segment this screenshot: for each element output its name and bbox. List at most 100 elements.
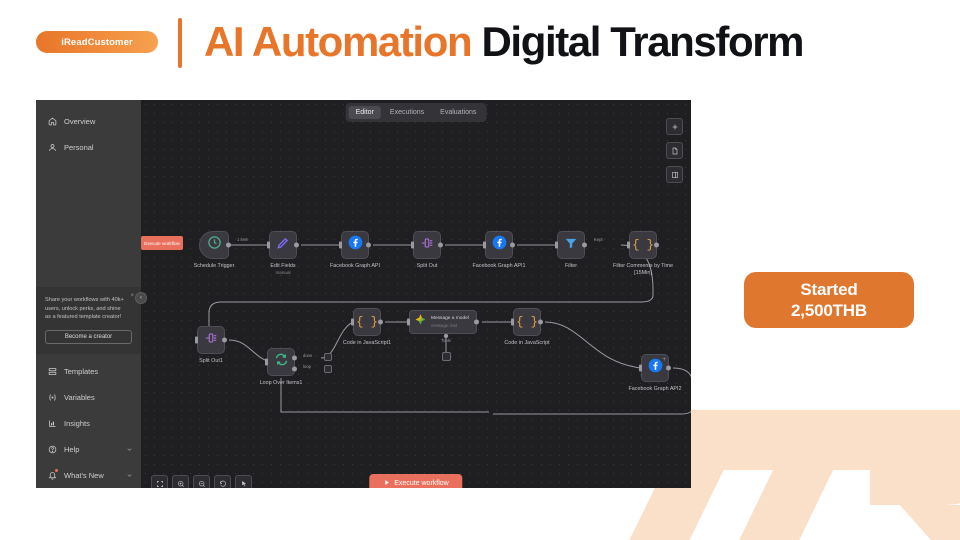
edge-label-kept: Kept bbox=[594, 237, 603, 242]
node-input-port[interactable] bbox=[195, 336, 198, 344]
tab-evaluations[interactable]: Evaluations bbox=[440, 109, 477, 116]
reset-zoom-icon[interactable] bbox=[214, 475, 231, 488]
sidebar-collapse-handle[interactable]: ‹ bbox=[135, 292, 147, 304]
sidebar-item-overview[interactable]: Overview bbox=[36, 108, 141, 134]
workflow-edges bbox=[208, 244, 691, 415]
node-input-port[interactable] bbox=[555, 241, 558, 249]
play-icon bbox=[383, 479, 390, 488]
sidebar-item-insights[interactable]: Insights bbox=[36, 410, 141, 436]
node-output-port[interactable] bbox=[378, 319, 383, 325]
canvas-bottom-bar: Execute workflow bbox=[141, 470, 691, 488]
header-divider bbox=[178, 18, 182, 68]
become-a-creator-button[interactable]: Become a creator bbox=[45, 330, 132, 344]
node-output-port[interactable] bbox=[294, 242, 299, 248]
filter-icon bbox=[564, 236, 578, 255]
node-output-port[interactable] bbox=[222, 337, 227, 343]
node-output-port[interactable] bbox=[666, 365, 671, 371]
node-sublabel: message: text bbox=[431, 322, 458, 328]
chevron-down-icon bbox=[126, 472, 133, 479]
node-code-in-javascript[interactable]: { } Code in JavaScript bbox=[504, 308, 550, 346]
node-output-port[interactable] bbox=[438, 242, 443, 248]
execute-workflow-ribbon[interactable]: Execute workflow bbox=[141, 236, 183, 250]
sidebar-item-help[interactable]: Help bbox=[36, 436, 141, 462]
node-input-port[interactable] bbox=[407, 318, 410, 326]
sidebar-item-templates[interactable]: Templates bbox=[36, 358, 141, 384]
fit-view-icon[interactable] bbox=[151, 475, 168, 488]
node-output-port[interactable] bbox=[474, 319, 479, 325]
node-label: Edit Fields manual bbox=[270, 263, 296, 276]
pointer-icon[interactable] bbox=[235, 475, 252, 488]
bell-icon bbox=[47, 469, 58, 480]
close-icon[interactable]: × bbox=[130, 293, 134, 300]
node-input-port[interactable] bbox=[483, 241, 486, 249]
node-input-port[interactable] bbox=[265, 358, 268, 366]
node-filter-comments-by-time[interactable]: { } Filter Comments by Time [15Min] bbox=[613, 231, 673, 276]
code-icon: { } bbox=[356, 315, 378, 329]
node-edit-fields[interactable]: Edit Fields manual bbox=[267, 231, 299, 275]
node-facebook-graph-api[interactable]: Facebook Graph API bbox=[330, 231, 380, 269]
zoom-out-icon[interactable] bbox=[193, 475, 210, 488]
person-icon bbox=[47, 142, 57, 152]
node-output-port[interactable] bbox=[510, 242, 515, 248]
node-output-port[interactable] bbox=[654, 242, 659, 248]
node-output-port[interactable] bbox=[582, 242, 587, 248]
node-input-port[interactable] bbox=[411, 241, 414, 249]
node-label: Filter Comments by Time [15Min] bbox=[613, 263, 673, 277]
tab-executions[interactable]: Executions bbox=[389, 109, 425, 116]
node-facebook-graph-api2[interactable]: + Facebook Graph API2 bbox=[628, 354, 682, 392]
plus-icon[interactable] bbox=[666, 118, 683, 135]
code-icon: { } bbox=[632, 238, 654, 252]
file-icon[interactable] bbox=[666, 142, 683, 159]
execute-workflow-button[interactable]: Execute workflow bbox=[369, 474, 463, 488]
facebook-icon bbox=[348, 235, 363, 255]
zoom-in-icon[interactable] bbox=[172, 475, 189, 488]
execute-workflow-label: Execute workflow bbox=[394, 479, 449, 487]
node-code-in-javascript1[interactable]: { } Code in JavaScript1 bbox=[343, 308, 391, 346]
node-filter[interactable]: Filter bbox=[555, 231, 587, 269]
node-output-port-loop[interactable] bbox=[292, 366, 297, 372]
sidebar-item-whats-new[interactable]: What's New bbox=[36, 462, 141, 488]
node-input-port[interactable] bbox=[351, 318, 354, 326]
node-schedule-trigger[interactable]: Schedule Trigger bbox=[194, 231, 234, 269]
add-node-button[interactable] bbox=[324, 353, 332, 361]
node-facebook-graph-api1[interactable]: Facebook Graph API1 bbox=[472, 231, 526, 269]
price-badge-line1: Started bbox=[800, 280, 858, 299]
sidebar-promo-card: × Share your workflows with 40k+ users, … bbox=[36, 287, 141, 354]
facebook-icon bbox=[492, 235, 507, 255]
node-input-port[interactable] bbox=[639, 364, 642, 372]
node-output-port[interactable] bbox=[538, 319, 543, 325]
promo-text: Share your workflows with 40k+ users, un… bbox=[45, 297, 124, 321]
add-node-button[interactable] bbox=[324, 365, 332, 373]
panel-icon[interactable] bbox=[666, 166, 683, 183]
node-options-icon[interactable]: + bbox=[662, 357, 666, 363]
chevron-down-icon bbox=[126, 446, 133, 453]
node-input-port[interactable] bbox=[627, 241, 630, 249]
node-input-port[interactable] bbox=[339, 241, 342, 249]
edge-label-tools: Tools bbox=[441, 338, 451, 343]
node-output-port[interactable] bbox=[226, 242, 231, 248]
node-input-port[interactable] bbox=[511, 318, 514, 326]
node-loop-over-items1[interactable]: Loop Over Items1 bbox=[260, 348, 302, 386]
node-input-port[interactable] bbox=[267, 241, 270, 249]
add-tool-button[interactable] bbox=[442, 352, 451, 361]
home-icon bbox=[47, 116, 57, 126]
node-label: Code in JavaScript bbox=[504, 340, 550, 346]
price-badge: Started 2,500THB bbox=[744, 272, 914, 328]
node-label: Schedule Trigger bbox=[193, 263, 235, 269]
title-accent: AI Automation bbox=[204, 18, 473, 65]
app-sidebar: Overview Personal × Share your workflows… bbox=[36, 100, 147, 488]
insights-icon bbox=[47, 418, 57, 428]
sidebar-item-variables[interactable]: Variables bbox=[36, 384, 141, 410]
tab-editor[interactable]: Editor bbox=[348, 106, 381, 119]
node-message-a-model[interactable]: Message a model message: text bbox=[407, 310, 479, 334]
node-output-port-done[interactable] bbox=[292, 355, 297, 361]
title-rest: Digital Transform bbox=[481, 18, 805, 65]
node-split-out1[interactable]: Split Out1 bbox=[195, 326, 227, 364]
node-split-out[interactable]: Split Out bbox=[411, 231, 443, 269]
node-label: Message a model bbox=[431, 316, 469, 321]
sidebar-item-label: Overview bbox=[64, 116, 96, 126]
sidebar-item-label: Help bbox=[64, 444, 80, 454]
workflow-canvas[interactable]: Editor Executions Evaluations Execute wo… bbox=[141, 100, 691, 488]
node-output-port[interactable] bbox=[366, 242, 371, 248]
sidebar-item-personal[interactable]: Personal bbox=[36, 134, 141, 160]
